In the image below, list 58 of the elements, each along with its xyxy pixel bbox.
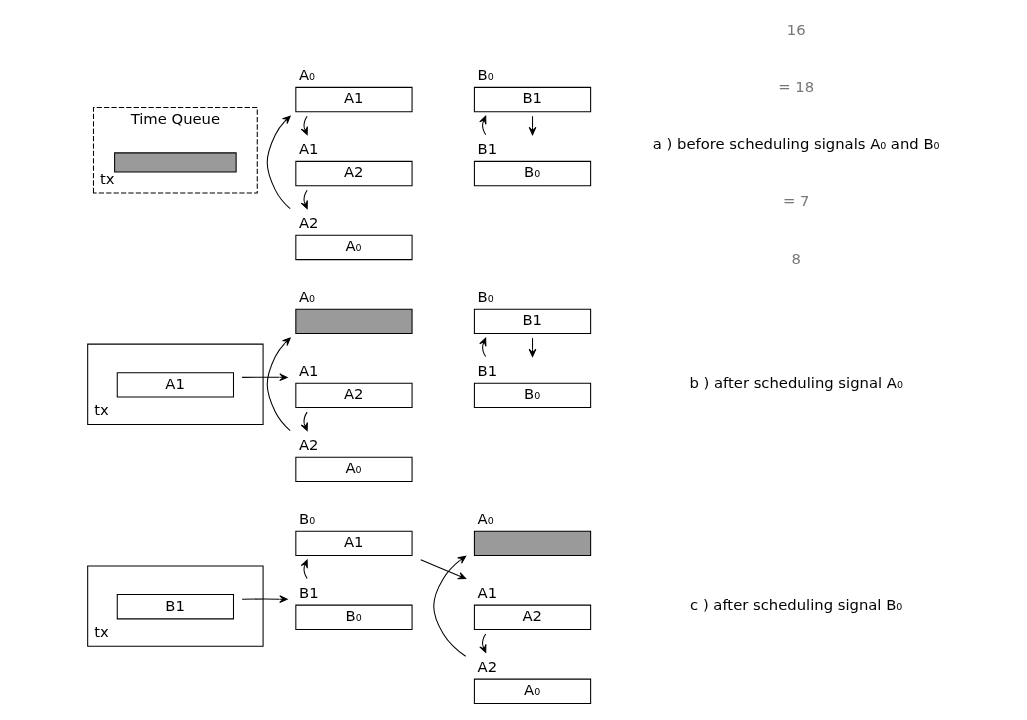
node-label: B1 bbox=[299, 583, 319, 601]
arrow bbox=[300, 559, 308, 579]
node-box: B1 bbox=[473, 308, 592, 335]
node-box: B₀ bbox=[473, 160, 592, 187]
node-label: A₀ bbox=[299, 288, 316, 306]
arrow bbox=[300, 189, 308, 210]
node-label: B1 bbox=[477, 140, 498, 158]
arrow bbox=[241, 595, 288, 603]
node-box: A2 bbox=[295, 160, 413, 187]
node-label: A2 bbox=[299, 214, 319, 232]
label: a ) before scheduling signals A₀ and B₀ bbox=[652, 135, 940, 153]
node-box: A2 bbox=[295, 382, 413, 409]
node-box: A₀ bbox=[473, 678, 592, 704]
node-label: B₀ bbox=[299, 509, 316, 527]
node-label: B1 bbox=[477, 362, 498, 380]
arrow bbox=[266, 115, 291, 210]
arrow bbox=[528, 337, 537, 358]
label: b ) after scheduling signal A₀ bbox=[689, 374, 903, 392]
node-label: B₀ bbox=[477, 288, 494, 306]
label: 16 bbox=[786, 21, 806, 39]
arrow bbox=[420, 559, 467, 580]
node-box: A1 bbox=[116, 372, 234, 398]
arrow bbox=[241, 373, 288, 382]
node-box: A₀ bbox=[295, 234, 413, 261]
node-label: A₀ bbox=[477, 509, 494, 527]
node-label: tx bbox=[94, 401, 109, 419]
cluster bbox=[87, 343, 264, 425]
node-box: B₀ bbox=[473, 382, 592, 409]
node-label: A2 bbox=[299, 436, 319, 454]
arrow bbox=[479, 337, 487, 358]
arrow bbox=[479, 115, 487, 136]
node-label: A2 bbox=[477, 657, 498, 675]
node-box: B₀ bbox=[295, 604, 413, 630]
node-label: A1 bbox=[299, 140, 319, 158]
node-label: B₀ bbox=[477, 66, 494, 84]
arrow bbox=[433, 555, 467, 657]
node-label: tx bbox=[94, 623, 109, 641]
label: = 18 bbox=[778, 78, 815, 96]
node-label: A1 bbox=[299, 362, 319, 380]
cluster bbox=[87, 565, 264, 647]
node-label: A₀ bbox=[299, 66, 316, 84]
arrow bbox=[528, 115, 537, 136]
node-box: A1 bbox=[295, 86, 413, 113]
node-box: A₀ bbox=[295, 456, 413, 483]
arrow bbox=[479, 633, 487, 653]
arrow bbox=[300, 411, 308, 432]
node-label: A1 bbox=[477, 583, 498, 601]
arrow bbox=[266, 337, 291, 432]
label: c ) after scheduling signal B₀ bbox=[690, 596, 903, 614]
node-box: A2 bbox=[473, 604, 592, 630]
arrow bbox=[300, 115, 308, 136]
label: = 7 bbox=[782, 192, 810, 210]
node-box: A1 bbox=[295, 530, 413, 556]
node-label: tx bbox=[99, 169, 115, 187]
label: 8 bbox=[791, 249, 801, 267]
node-box: B1 bbox=[473, 86, 592, 113]
node-bar bbox=[114, 152, 237, 173]
node-box: B1 bbox=[116, 594, 234, 620]
